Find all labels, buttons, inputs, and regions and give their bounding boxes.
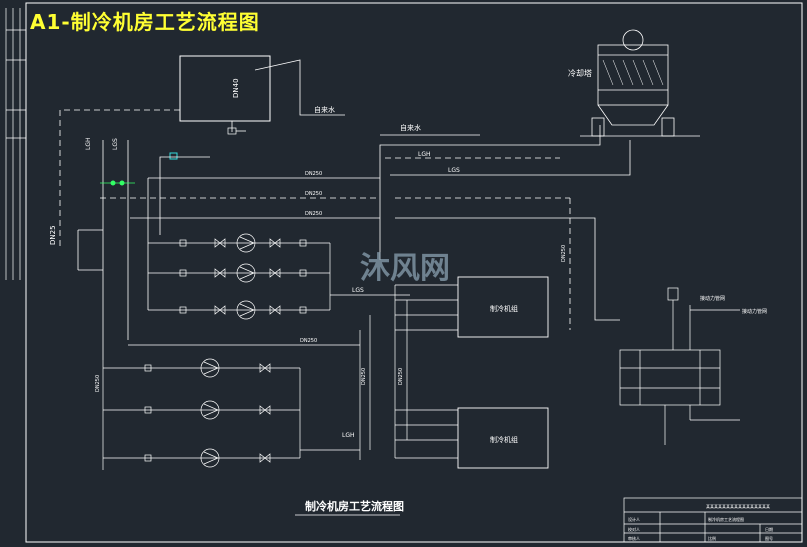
label-dn250-e: DN250 xyxy=(300,338,317,344)
label-return-note: 接动力管网 xyxy=(742,308,767,315)
upper-pump-rows xyxy=(148,233,410,320)
title-block-row2-value: 制冷机房工艺流程图 xyxy=(708,516,744,522)
label-dn40: DN40 xyxy=(232,78,240,98)
left-margin-strip xyxy=(5,8,26,280)
label-dn250-b: DN250 xyxy=(305,191,322,197)
valve-marker-green xyxy=(100,180,135,186)
cyan-fitting xyxy=(169,152,178,160)
drawing-frame xyxy=(25,2,803,543)
cooling-pipes xyxy=(379,125,631,176)
label-dn250-h: DN250 xyxy=(95,375,101,392)
label-dn250-d: DN250 xyxy=(561,245,567,262)
label-tap-water-top: 自来水 xyxy=(314,105,335,114)
chiller-unit-2 xyxy=(457,407,549,469)
label-dn250-f: DN250 xyxy=(361,368,367,385)
tap-water-pipe xyxy=(254,59,345,116)
chiller-pipes xyxy=(128,284,458,460)
label-dn250-a: DN250 xyxy=(305,171,322,177)
lower-pump-rows xyxy=(102,358,360,470)
label-lgs: LGS xyxy=(112,138,119,150)
label-lgs-mid: LGS xyxy=(448,167,460,174)
main-headers xyxy=(100,156,620,330)
title-block-row3-col2: 日期 xyxy=(765,526,773,532)
label-supply-note: 接动力管网 xyxy=(700,295,725,302)
title-block xyxy=(623,497,803,543)
title-block-row3-label: 校对人 xyxy=(628,526,640,532)
label-cooling-tower: 冷却塔 xyxy=(568,68,592,78)
label-dn250-g: DN250 xyxy=(398,368,404,385)
label-chiller-1: 制冷机组 xyxy=(490,304,518,313)
cooling-tower xyxy=(580,29,700,137)
diagram-caption: 制冷机房工艺流程图 xyxy=(305,499,404,513)
left-vertical-pipes xyxy=(59,109,180,360)
label-tap-water-mid: 自来水 xyxy=(400,123,421,132)
chiller-unit-1 xyxy=(457,276,549,338)
page-title: A1-制冷机房工艺流程图 xyxy=(30,10,260,34)
title-block-row2-label: 设计人 xyxy=(628,516,640,522)
label-dn250-c: DN250 xyxy=(305,211,322,217)
title-block-row4-col2: 比例 xyxy=(708,535,716,541)
label-chiller-2: 制冷机组 xyxy=(490,435,518,444)
label-lgh: LGH xyxy=(85,137,92,150)
title-block-row1: 某某某某某某某某某某某某某某某某 xyxy=(706,503,770,509)
label-lgs-pump: LGS xyxy=(352,287,364,294)
water-tank xyxy=(179,55,271,122)
label-dn25: DN25 xyxy=(49,225,57,245)
distribution-manifold xyxy=(619,287,740,445)
title-block-row4-label: 审核人 xyxy=(628,535,640,541)
watermark: 沐风网 xyxy=(360,251,450,286)
title-block-row4-col3: 图号 xyxy=(765,535,773,541)
label-lgh-bottom: LGH xyxy=(342,432,355,439)
label-lgh-mid: LGH xyxy=(418,151,431,158)
